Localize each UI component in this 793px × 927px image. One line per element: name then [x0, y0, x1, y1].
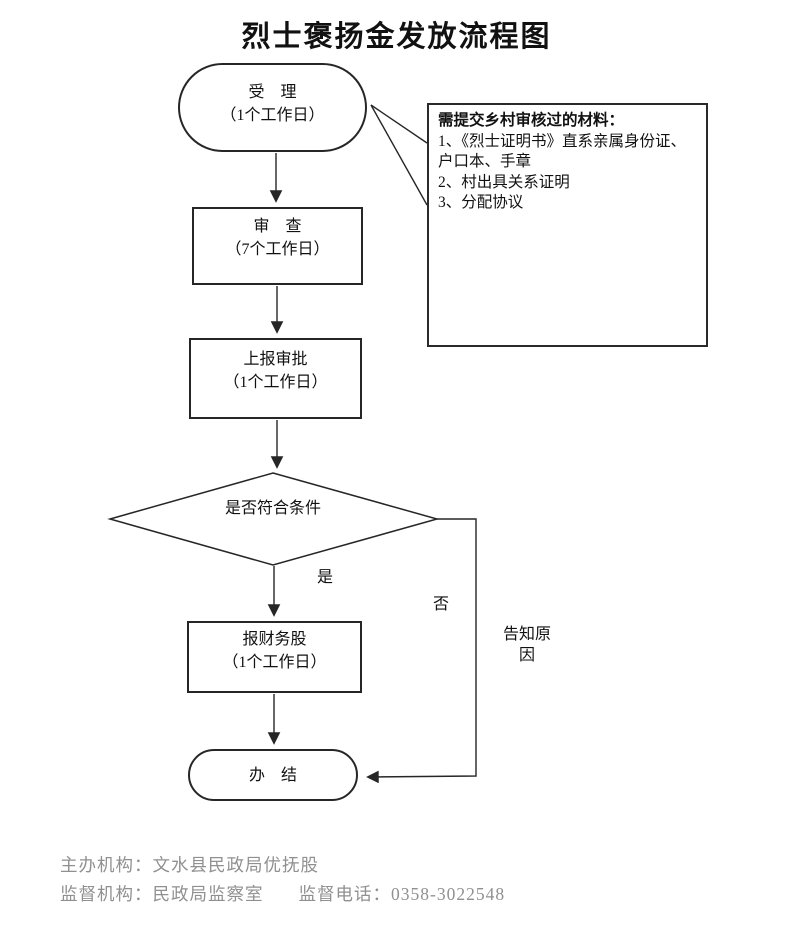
node-review-title: 审 查: [253, 218, 302, 235]
supervisor-org-label: 监督机构：: [60, 883, 153, 904]
callout-title: 需提交乡村审核过的材料：: [438, 112, 625, 129]
node-review-duration: （7个工作日）: [225, 241, 330, 258]
callout-pointer-upper: [370, 104, 428, 144]
materials-callout: 需提交乡村审核过的材料： 1、《烈士证明书》直系亲属身份证、户口本、手章 2、村…: [427, 103, 708, 347]
label-yes: 是: [317, 569, 334, 586]
label-notify-reason: 告知原因: [502, 626, 551, 664]
node-finance: 报财务股 （1个工作日）: [187, 621, 362, 693]
node-finance-duration: （1个工作日）: [222, 654, 327, 671]
label-no: 否: [433, 596, 450, 613]
node-complete-label: 办 结: [248, 766, 297, 784]
node-report-title: 上报审批: [243, 351, 308, 368]
node-complete: 办 结: [188, 749, 358, 801]
decision-diamond: [107, 472, 440, 566]
footer: 主办机构：文水县民政局优抚股 监督机构：民政局监察室 监督电话：0358-3022…: [60, 851, 505, 908]
node-report-duration: （1个工作日）: [223, 374, 328, 391]
node-report-approval: 上报审批 （1个工作日）: [189, 338, 362, 419]
callout-item-1: 1、《烈士证明书》直系亲属身份证、户口本、手章: [438, 132, 687, 171]
arrow-no-path: [366, 518, 477, 784]
phone-label: 监督电话：: [298, 883, 391, 904]
phone-value: 0358-3022548: [391, 883, 506, 904]
footer-host-line: 主办机构：文水县民政局优抚股: [60, 851, 505, 880]
node-accept-title: 受 理: [248, 84, 297, 101]
footer-supervision-line: 监督机构：民政局监察室 监督电话：0358-3022548: [60, 880, 505, 909]
host-org-value: 文水县民政局优抚股: [152, 855, 319, 875]
host-org-label: 主办机构：: [60, 855, 153, 875]
callout-item-3: 3、分配协议: [438, 194, 524, 211]
node-finance-title: 报财务股: [242, 631, 307, 648]
node-accept: 受 理 （1个工作日）: [178, 63, 367, 152]
callout-item-2: 2、村出具关系证明: [438, 173, 570, 191]
page-title: 烈士褒扬金发放流程图: [241, 19, 552, 53]
node-accept-duration: （1个工作日）: [220, 107, 325, 124]
callout-pointer-lower: [370, 104, 428, 206]
supervisor-org-value: 民政局监察室: [152, 883, 264, 904]
node-review: 审 查 （7个工作日）: [192, 207, 363, 285]
decision-label: 是否符合条件: [224, 500, 321, 517]
